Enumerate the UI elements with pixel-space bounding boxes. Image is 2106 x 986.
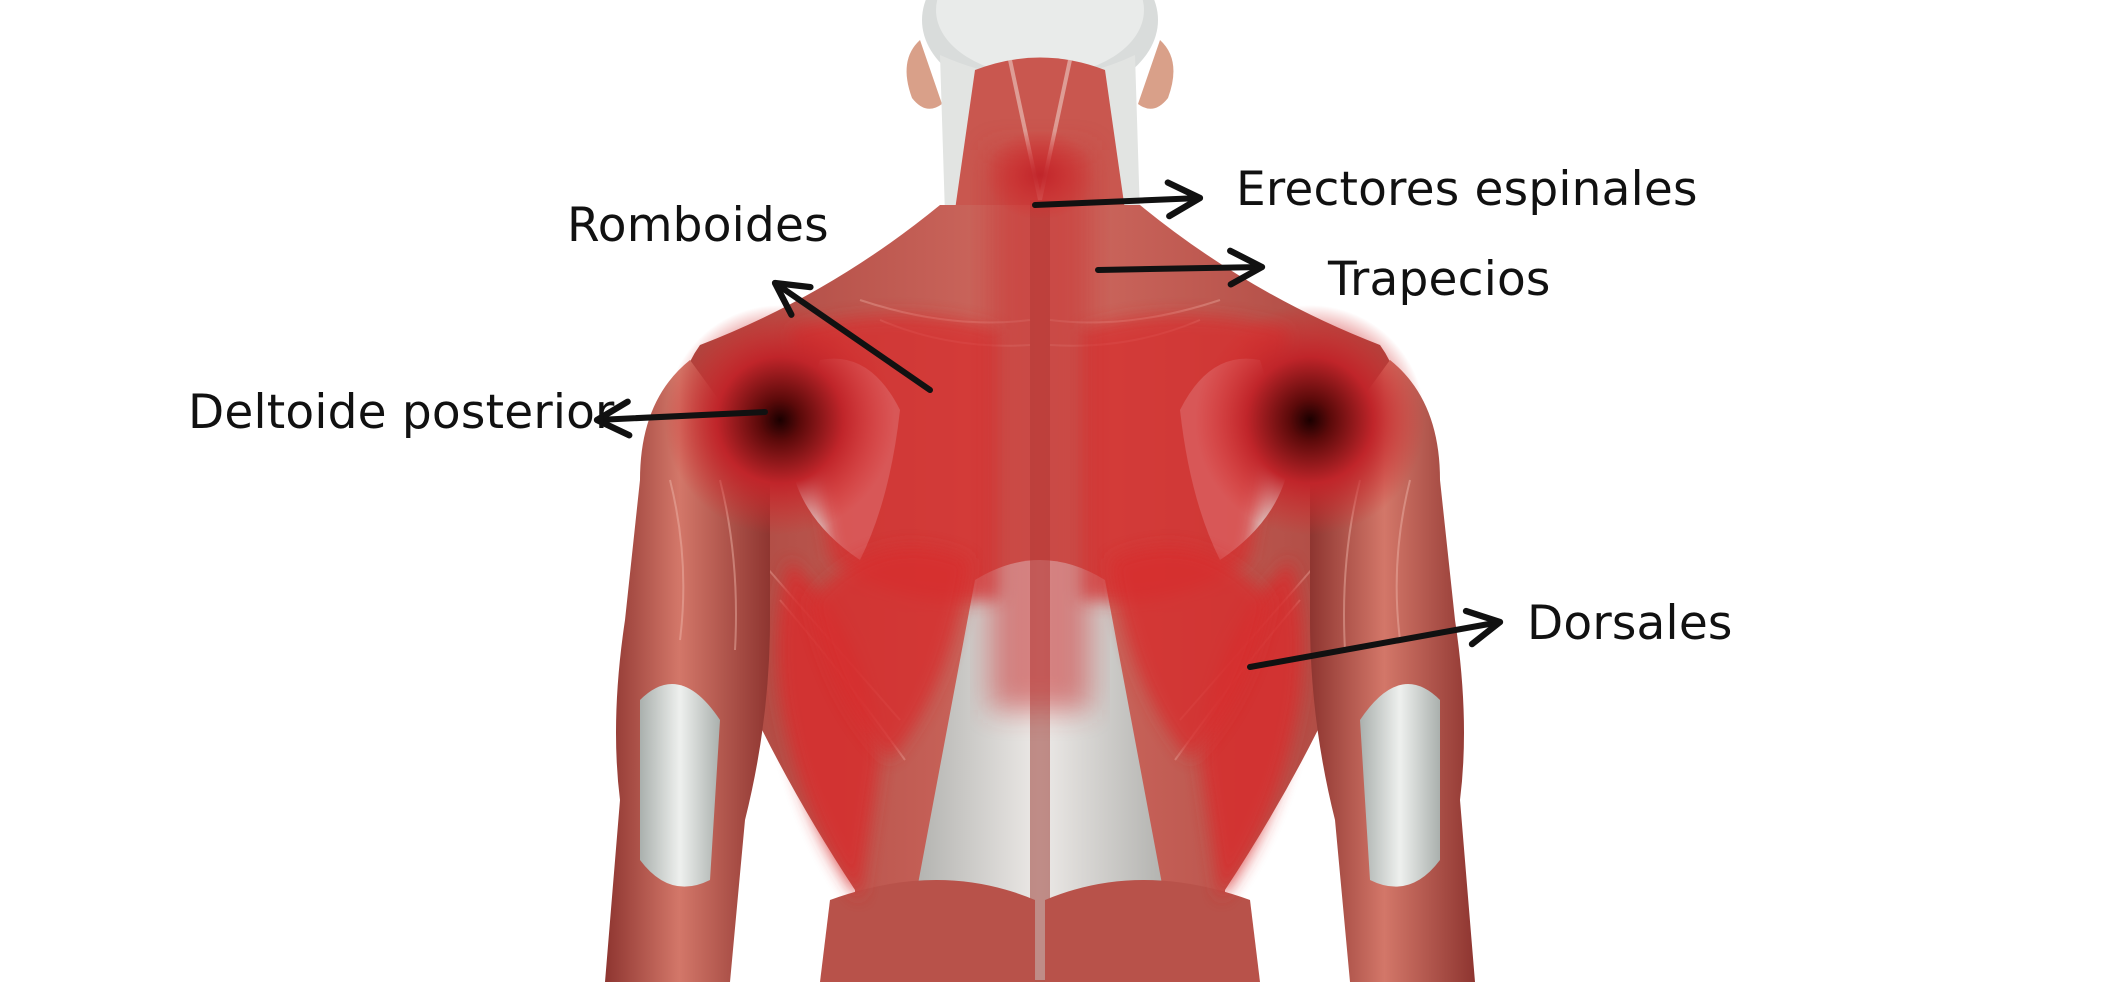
arrow-romboides [771, 279, 933, 393]
label-deltoide-posterior: Deltoide posterior [188, 385, 615, 440]
arrow-deltoide [593, 398, 768, 439]
arrow-trapecios [1095, 247, 1266, 288]
arrow-dorsales [1247, 607, 1504, 670]
label-dorsales: Dorsales [1527, 596, 1733, 651]
label-romboides: Romboides [567, 198, 829, 253]
pointer-arrows [593, 179, 1504, 670]
arrow-erectores [1032, 179, 1204, 220]
label-erectores-espinales: Erectores espinales [1236, 162, 1698, 217]
deltoid-hotspots [665, 305, 1425, 535]
label-trapecios: Trapecios [1328, 252, 1551, 307]
